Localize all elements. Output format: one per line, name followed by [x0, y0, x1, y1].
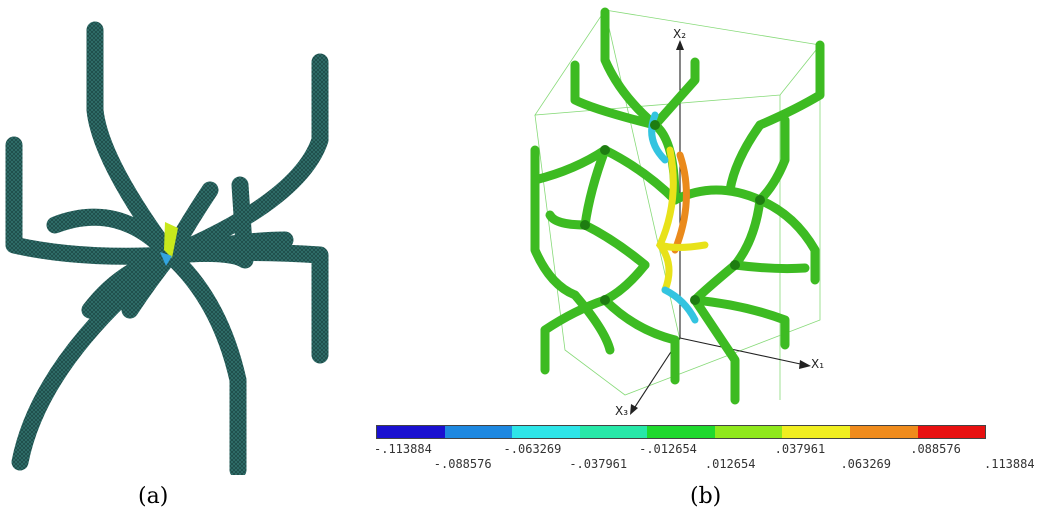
colorbar-tick-label: -.063269	[503, 442, 562, 456]
node	[690, 295, 700, 305]
colorbar-tick-label: .113884	[984, 457, 1035, 471]
axis-x1	[679, 337, 806, 366]
tube	[755, 40, 825, 130]
axis-x2-label: X₂	[673, 27, 686, 41]
tube	[690, 295, 740, 405]
tube	[600, 260, 650, 305]
tube	[600, 295, 680, 345]
node	[755, 195, 765, 205]
stress-path	[648, 111, 669, 164]
node	[650, 120, 660, 130]
tube	[600, 145, 680, 205]
tube	[580, 145, 610, 230]
tube	[600, 7, 660, 130]
tube	[580, 220, 650, 270]
caption-a: (a)	[138, 484, 169, 509]
colorbar-tick-label: .012654	[704, 457, 756, 471]
tube	[725, 120, 765, 195]
tube	[730, 260, 810, 274]
tube	[161, 246, 247, 475]
colorbar-tick-label: .063269	[840, 457, 892, 471]
colorbar-segment	[512, 426, 580, 438]
colorbar-segment	[579, 426, 648, 438]
colorbar-tick-label: .088576	[910, 442, 961, 456]
tube	[690, 260, 740, 305]
colorbar-tick-label: -.037961	[569, 457, 628, 471]
tube	[540, 295, 610, 375]
colorbar-segment	[849, 426, 918, 438]
colorbar-tick-label: -.012654	[639, 442, 697, 456]
colorbar-segment	[782, 426, 850, 438]
tube	[690, 295, 790, 350]
tube	[46, 208, 179, 264]
tube	[545, 210, 590, 230]
colorbar-segment	[444, 426, 513, 438]
colorbar-segment	[917, 426, 986, 438]
tube	[570, 290, 615, 355]
tube	[161, 231, 294, 264]
contour-colorbar	[376, 425, 986, 439]
colorbar-tick-label: -.113884	[374, 442, 432, 456]
stress-path	[661, 286, 699, 324]
colorbar-tick-label: .037961	[774, 442, 826, 456]
node	[600, 295, 610, 305]
tube	[755, 195, 820, 285]
colorbar-segment	[377, 426, 445, 438]
colorbar-tick-label: -.088576	[433, 457, 492, 471]
tube	[11, 246, 179, 471]
stress-path	[655, 146, 677, 294]
stress-coolspot	[160, 252, 172, 266]
tube	[755, 115, 790, 205]
node	[580, 220, 590, 230]
node	[730, 260, 740, 270]
axis-x3-label: X₃	[615, 404, 628, 418]
node	[600, 145, 610, 155]
tube	[530, 145, 580, 300]
tube	[650, 57, 700, 130]
colorbar-segment	[647, 426, 715, 438]
tube	[570, 60, 660, 130]
stress-path	[656, 241, 709, 251]
colorbar-segment	[714, 426, 783, 438]
axis-x1-label: X₁	[811, 357, 824, 371]
figure-a-mesh-node	[5, 21, 329, 475]
figure-b-lattice: X₂ X₁ X₃	[530, 7, 825, 418]
caption-b: (b)	[690, 484, 722, 509]
tube	[730, 195, 765, 270]
stress-hotspot	[164, 222, 178, 258]
stress-path	[671, 151, 690, 254]
